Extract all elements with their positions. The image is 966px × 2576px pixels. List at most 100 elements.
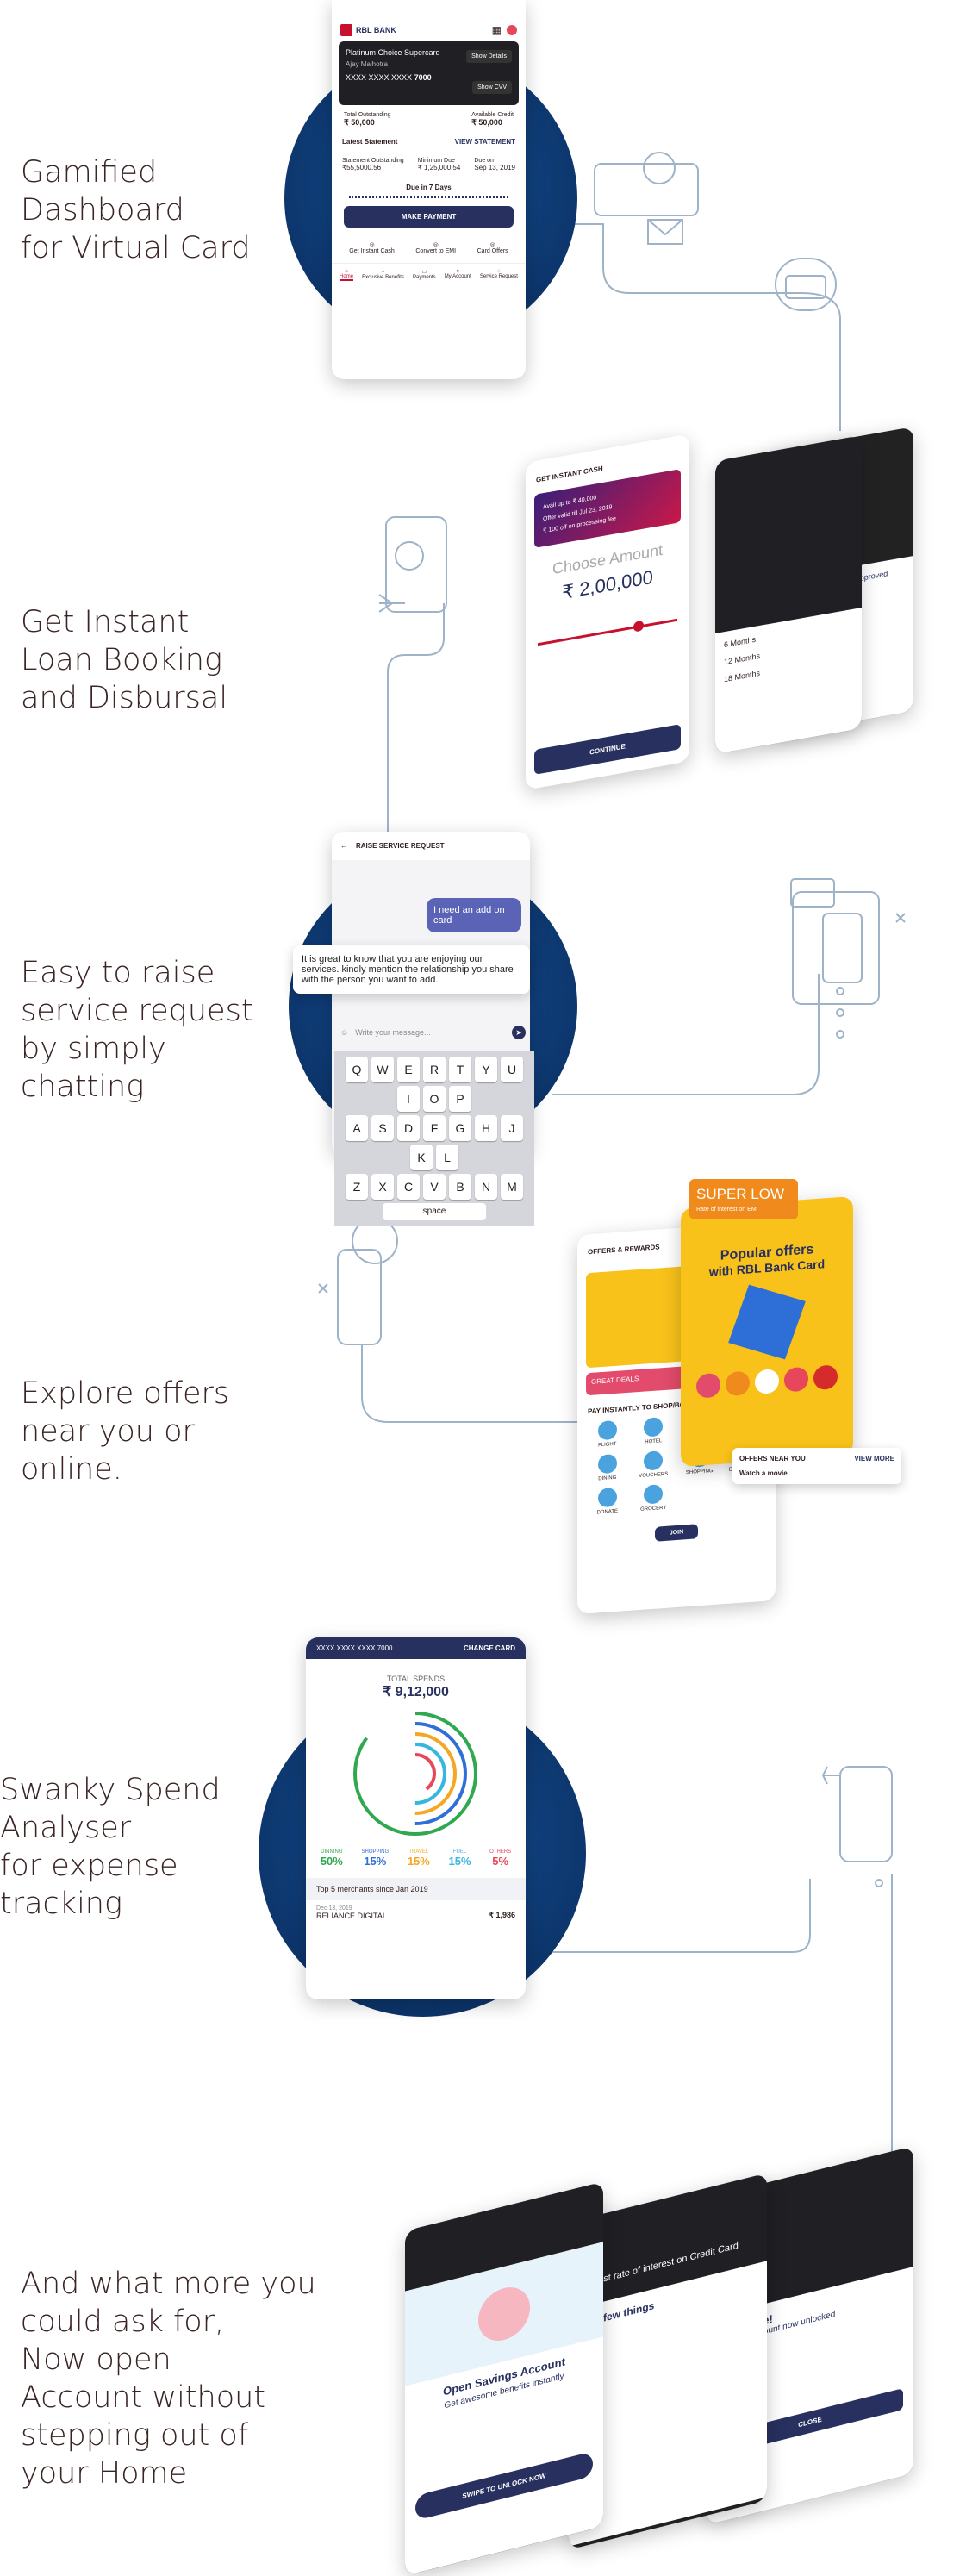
key-f[interactable]: F xyxy=(423,1115,446,1141)
category-vouchers[interactable]: VOUCHERS xyxy=(631,1450,677,1480)
key-i[interactable]: I xyxy=(397,1086,420,1112)
category-icon xyxy=(644,1450,664,1471)
category-label: DONATE xyxy=(596,1508,619,1516)
offers-phone-front: Popular offers with RBL Bank Card xyxy=(681,1196,853,1467)
virtual-card[interactable]: Platinum Choice Supercard Ajay Malhotra … xyxy=(339,41,519,105)
qr-icon[interactable]: ▦ xyxy=(491,24,502,36)
stmt-outstanding-value: ₹55,5000.56 xyxy=(342,164,382,172)
total-spends-value: ₹ 9,12,000 xyxy=(383,1685,449,1700)
dashboard-phone: RBL BANK ▦ Platinum Choice Supercard Aja… xyxy=(332,0,526,379)
category-flight[interactable]: FLIGHT xyxy=(584,1419,631,1450)
key-q[interactable]: Q xyxy=(346,1057,368,1082)
spend-ring-travel xyxy=(374,1732,457,1815)
key-w[interactable]: W xyxy=(371,1057,394,1082)
key-l[interactable]: L xyxy=(436,1145,458,1170)
notification-icon[interactable] xyxy=(507,25,517,35)
key-t[interactable]: T xyxy=(449,1057,471,1082)
key-z[interactable]: Z xyxy=(346,1174,368,1200)
key-h[interactable]: H xyxy=(475,1115,497,1141)
card-mask: XXXX XXXX XXXX xyxy=(346,73,413,82)
offers-near-card[interactable]: OFFERS NEAR YOU VIEW MORE Watch a movie xyxy=(732,1448,901,1484)
join-button[interactable]: JOIN xyxy=(655,1524,698,1542)
key-o[interactable]: O xyxy=(423,1086,446,1112)
make-payment-button[interactable]: MAKE PAYMENT xyxy=(344,206,514,228)
feature-headline-chat: Easy to raise service request by simply … xyxy=(21,956,253,1104)
key-b[interactable]: B xyxy=(449,1174,471,1200)
category-donate[interactable]: DONATE xyxy=(584,1487,631,1517)
category-hotel[interactable]: HOTEL xyxy=(631,1416,677,1446)
min-due-value: ₹ 1,25,000.54 xyxy=(417,164,461,172)
emoji-icon[interactable]: ☺ xyxy=(340,1028,349,1037)
spend-card-number: XXXX XXXX XXXX 7000 xyxy=(316,1644,393,1652)
key-n[interactable]: N xyxy=(475,1174,497,1200)
nav-service[interactable]: ◌Service Request xyxy=(479,269,518,279)
change-card-button[interactable]: CHANGE CARD xyxy=(464,1644,515,1652)
category-icon xyxy=(644,1484,664,1505)
gift-box-illustration xyxy=(728,1284,806,1360)
key-g[interactable]: G xyxy=(449,1115,471,1141)
swipe-to-unlock-button[interactable]: SWIPE TO UNLOCK NOW xyxy=(415,2451,593,2521)
view-statement-link[interactable]: VIEW STATEMENT xyxy=(454,138,515,146)
card-last-digits: 7000 xyxy=(414,73,432,82)
quick-action-emi[interactable]: ◎Convert to EMI xyxy=(415,242,457,254)
category-icon xyxy=(597,1487,617,1508)
chat-icon: ◌ xyxy=(497,269,501,274)
key-s[interactable]: S xyxy=(371,1115,394,1141)
key-x[interactable]: X xyxy=(371,1174,394,1200)
key-p[interactable]: P xyxy=(449,1086,471,1112)
slider-handle[interactable] xyxy=(633,620,645,633)
spend-ring-shopping xyxy=(364,1722,467,1825)
category-grocery[interactable]: GROCERY xyxy=(631,1483,677,1513)
merchant-name: RELIANCE DIGITAL xyxy=(316,1912,387,1920)
gift-icon: ✦ xyxy=(381,270,386,275)
key-v[interactable]: V xyxy=(423,1174,446,1200)
key-e[interactable]: E xyxy=(397,1057,420,1082)
key-c[interactable]: C xyxy=(397,1174,420,1200)
amount-slider[interactable] xyxy=(538,618,677,646)
nav-payments[interactable]: ▭Payments xyxy=(412,270,436,280)
key-k[interactable]: K xyxy=(410,1145,433,1170)
key-d[interactable]: D xyxy=(397,1115,420,1141)
quick-action-instant-cash[interactable]: ◎Get Instant Cash xyxy=(349,242,395,254)
stmt-outstanding-label: Statement Outstanding xyxy=(342,158,404,164)
chat-screen-title: RAISE SERVICE REQUEST xyxy=(356,842,445,850)
feature-headline-spend: Swanky Spend Analyser for expense tracki… xyxy=(0,1773,221,1921)
show-cvv-button[interactable]: Show CVV xyxy=(472,81,512,94)
key-u[interactable]: U xyxy=(501,1057,523,1082)
nav-benefits[interactable]: ✦Exclusive Benefits xyxy=(362,270,404,280)
view-more-link[interactable]: VIEW MORE xyxy=(854,1455,894,1463)
quick-action-offers[interactable]: ◎Card Offers xyxy=(477,242,508,254)
spend-category-name: SHOPPING xyxy=(361,1849,390,1855)
feature-headline-loan: Get Instant Loan Booking and Disbursal xyxy=(21,605,228,715)
key-a[interactable]: A xyxy=(346,1115,368,1141)
show-details-button[interactable]: Show Details xyxy=(466,50,512,63)
feature-headline-account: And what more you could ask for, Now ope… xyxy=(21,2267,316,2491)
key-j[interactable]: J xyxy=(501,1115,523,1141)
spend-category-pct: 15% xyxy=(407,1855,430,1868)
send-icon[interactable]: ➤ xyxy=(512,1026,526,1039)
key-y[interactable]: Y xyxy=(475,1057,497,1082)
key-r[interactable]: R xyxy=(423,1057,446,1082)
category-dining[interactable]: DINING xyxy=(584,1453,631,1483)
category-label: GROCERY xyxy=(640,1505,667,1513)
back-arrow-icon[interactable]: ← xyxy=(340,842,347,850)
nav-account[interactable]: ●My Account xyxy=(444,269,471,279)
watch-movie-offer[interactable]: Watch a movie xyxy=(739,1469,788,1477)
nav-home[interactable]: ⌂Home xyxy=(340,269,354,281)
category-label: FLIGHT xyxy=(598,1441,617,1449)
chat-input[interactable]: Write your message... xyxy=(355,1028,431,1037)
due-label: Due on xyxy=(474,158,494,164)
key-m[interactable]: M xyxy=(501,1174,523,1200)
available-credit-value: ₹ 50,000 xyxy=(471,118,502,127)
chat-input-row: ☺ Write your message... ➤ xyxy=(340,1026,526,1039)
spend-phone: XXXX XXXX XXXX 7000 CHANGE CARD TOTAL SP… xyxy=(306,1637,526,1999)
space-key[interactable]: space xyxy=(383,1203,486,1220)
